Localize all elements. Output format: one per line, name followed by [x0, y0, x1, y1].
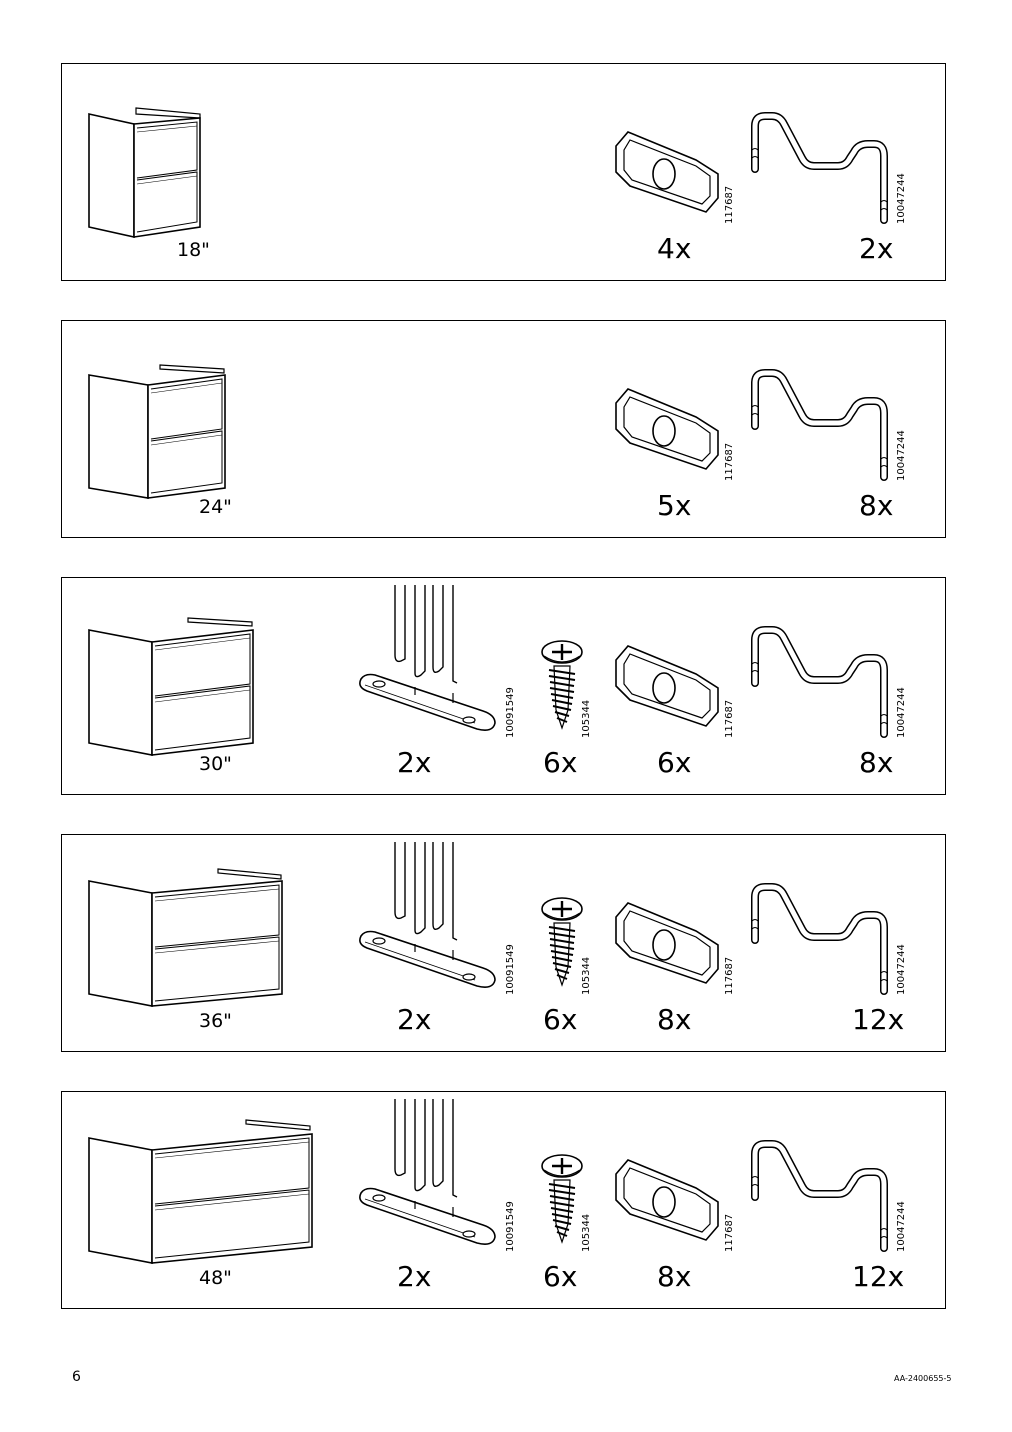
part-code: 10091549: [505, 1201, 516, 1252]
panel-36-inch: 36" 10091549 2x 105344 6x 117687 8x 1004…: [61, 834, 946, 1052]
part-quantity: 12x: [852, 1003, 905, 1036]
nut-plate-icon: [615, 131, 719, 213]
nut-plate-icon: [615, 902, 719, 984]
part-quantity: 6x: [543, 1003, 578, 1036]
cabinet-size-label: 48": [199, 1267, 232, 1289]
cabinet-size-label: 36": [199, 1010, 232, 1032]
nut-plate-icon: [615, 388, 719, 470]
part-code: 105344: [581, 699, 592, 738]
panel-24-inch: 24" 117687 5x 10047244 8x: [61, 320, 946, 538]
screw-icon: [541, 1154, 583, 1244]
panel-48-inch: 48" 10091549 2x 105344 6x 117687 8x 1004…: [61, 1091, 946, 1309]
part-quantity: 2x: [397, 746, 432, 779]
part-quantity: 8x: [657, 1003, 692, 1036]
bracket-icon: [359, 1099, 496, 1245]
part-quantity: 12x: [852, 1260, 905, 1293]
part-quantity: 6x: [543, 1260, 578, 1293]
panel-18-inch: 18" 117687 4x 10047244 2x: [61, 63, 946, 281]
cabinet-24-illustration: [88, 364, 226, 499]
part-code: 10047244: [896, 944, 907, 995]
part-code: 10047244: [896, 173, 907, 224]
wire-clip-icon: [751, 112, 888, 224]
part-code: 10091549: [505, 687, 516, 738]
document-id: AA-2400655-5: [894, 1374, 952, 1383]
cabinet-30-illustration: [88, 617, 254, 756]
cabinet-size-label: 24": [199, 496, 232, 518]
panel-30-inch: 30" 10091549 2x 105344 6x 117687 6x 1004…: [61, 577, 946, 795]
cabinet-size-label: 18": [177, 239, 210, 261]
bracket-icon: [359, 842, 496, 988]
cabinet-18-illustration: [88, 107, 201, 238]
screw-icon: [541, 640, 583, 730]
part-code: 117687: [724, 1213, 735, 1252]
part-code: 10091549: [505, 944, 516, 995]
part-code: 10047244: [896, 430, 907, 481]
wire-clip-icon: [751, 883, 888, 995]
part-quantity: 2x: [397, 1260, 432, 1293]
part-code: 117687: [724, 185, 735, 224]
part-code: 10047244: [896, 1201, 907, 1252]
wire-clip-icon: [751, 1140, 888, 1252]
part-quantity: 5x: [657, 489, 692, 522]
part-code: 105344: [581, 1213, 592, 1252]
part-quantity: 2x: [859, 232, 894, 265]
wire-clip-icon: [751, 626, 888, 738]
part-quantity: 6x: [657, 746, 692, 779]
part-code: 117687: [724, 956, 735, 995]
part-quantity: 6x: [543, 746, 578, 779]
cabinet-size-label: 30": [199, 753, 232, 775]
part-quantity: 8x: [859, 489, 894, 522]
part-quantity: 2x: [397, 1003, 432, 1036]
cabinet-48-illustration: [88, 1119, 313, 1264]
nut-plate-icon: [615, 645, 719, 727]
screw-icon: [541, 897, 583, 987]
page-number: 6: [72, 1369, 81, 1385]
part-code: 117687: [724, 442, 735, 481]
part-code: 117687: [724, 699, 735, 738]
bracket-icon: [359, 585, 496, 731]
nut-plate-icon: [615, 1159, 719, 1241]
part-quantity: 8x: [657, 1260, 692, 1293]
part-quantity: 4x: [657, 232, 692, 265]
part-code: 105344: [581, 956, 592, 995]
part-quantity: 8x: [859, 746, 894, 779]
cabinet-36-illustration: [88, 868, 283, 1007]
wire-clip-icon: [751, 369, 888, 481]
part-code: 10047244: [896, 687, 907, 738]
